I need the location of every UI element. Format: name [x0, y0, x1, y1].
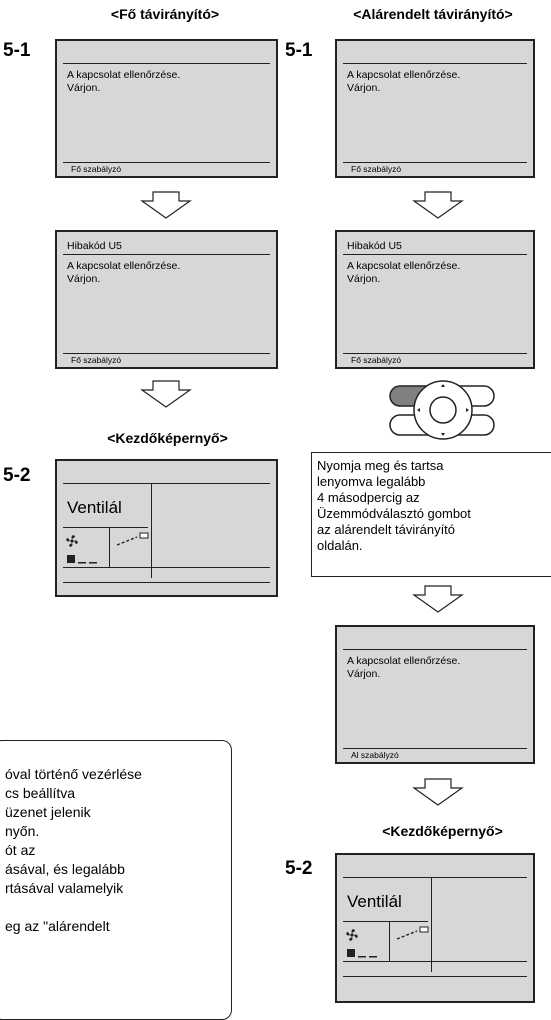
screen-line: A kapcsolat ellenőrzése. [347, 260, 461, 272]
screen-line: Várjon. [67, 273, 101, 285]
down-arrow-icon [140, 380, 192, 408]
directional-pad-icon [389, 380, 495, 440]
note-line: nyőn. [5, 823, 40, 839]
screen-footer: Al szabályzó [351, 750, 399, 760]
screen-line: Várjon. [347, 668, 381, 680]
mode-label: Ventilál [347, 892, 402, 911]
instruction-line: Nyomja meg és tartsa [317, 458, 444, 473]
down-arrow-icon [140, 191, 192, 219]
down-arrow-icon [412, 778, 464, 806]
side-note: óval történő vezérlése cs beállítva üzen… [0, 740, 232, 1020]
main-remote-screen-error: Hibakód U5 A kapcsolat ellenőrzése. Várj… [55, 230, 278, 369]
step-label: 5-1 [285, 40, 313, 61]
note-line: üzenet jelenik [5, 804, 91, 820]
sub-remote-screen-checking: A kapcsolat ellenőrzése. Várjon. Fő szab… [335, 39, 535, 178]
note-line: eg az "alárendelt [5, 918, 110, 934]
down-arrow-icon [412, 585, 464, 613]
note-line: ásával, és legalább [5, 861, 125, 877]
screen-line: A kapcsolat ellenőrzése. [347, 69, 461, 81]
screen-line: A kapcsolat ellenőrzése. [67, 260, 181, 272]
screen-line: Várjon. [67, 82, 101, 94]
main-remote-title: <Fő távirányító> [110, 6, 220, 22]
step-label: 5-1 [3, 40, 31, 61]
main-remote-home-screen: Ventilál [55, 459, 278, 597]
instruction-line: az alárendelt távirányító [317, 522, 456, 537]
screen-line: A kapcsolat ellenőrzése. [347, 655, 461, 667]
error-code: Hibakód U5 [347, 240, 402, 252]
mode-label: Ventilál [67, 498, 122, 517]
home-screen-title: <Kezdőképernyő> [107, 430, 228, 446]
note-line: ót az [5, 842, 36, 858]
sub-remote-screen-checking-sub: A kapcsolat ellenőrzése. Várjon. Al szab… [335, 625, 535, 764]
fan-speed-icon [347, 949, 377, 958]
sub-remote-home-screen: Ventilál [335, 853, 535, 1003]
screen-line: Várjon. [347, 82, 381, 94]
down-arrow-icon [412, 191, 464, 219]
screen-line: A kapcsolat ellenőrzése. [67, 69, 181, 81]
airflow-direction-icon [116, 532, 149, 546]
instruction-box: Nyomja meg és tartsa lenyomva legalább 4… [311, 452, 551, 577]
fan-speed-icon [67, 555, 97, 564]
screen-line: Várjon. [347, 273, 381, 285]
note-line: cs beállítva [5, 785, 76, 801]
error-code: Hibakód U5 [67, 240, 122, 252]
step-label: 5-2 [3, 465, 31, 486]
main-remote-screen-checking: A kapcsolat ellenőrzése. Várjon. Fő szab… [55, 39, 278, 178]
screen-footer: Fő szabályzó [71, 164, 122, 174]
fan-icon [346, 929, 358, 941]
airflow-direction-icon [396, 926, 429, 940]
screen-footer: Fő szabályzó [71, 355, 122, 365]
fan-icon [66, 535, 78, 547]
note-line: óval történő vezérlése [5, 766, 142, 782]
step-label: 5-2 [285, 858, 313, 879]
home-screen-title: <Kezdőképernyő> [382, 823, 503, 839]
instruction-line: 4 másodpercig az [317, 490, 420, 505]
sub-remote-screen-error: Hibakód U5 A kapcsolat ellenőrzése. Várj… [335, 230, 535, 369]
sub-remote-title: <Alárendelt távirányító> [353, 6, 513, 22]
instruction-line: lenyomva legalább [317, 474, 426, 489]
instruction-line: Üzemmódválasztó gombot [317, 506, 471, 521]
instruction-line: oldalán. [317, 538, 363, 553]
screen-footer: Fő szabályzó [351, 355, 402, 365]
screen-footer: Fő szabályzó [351, 164, 402, 174]
note-line: rtásával valamelyik [5, 880, 124, 896]
